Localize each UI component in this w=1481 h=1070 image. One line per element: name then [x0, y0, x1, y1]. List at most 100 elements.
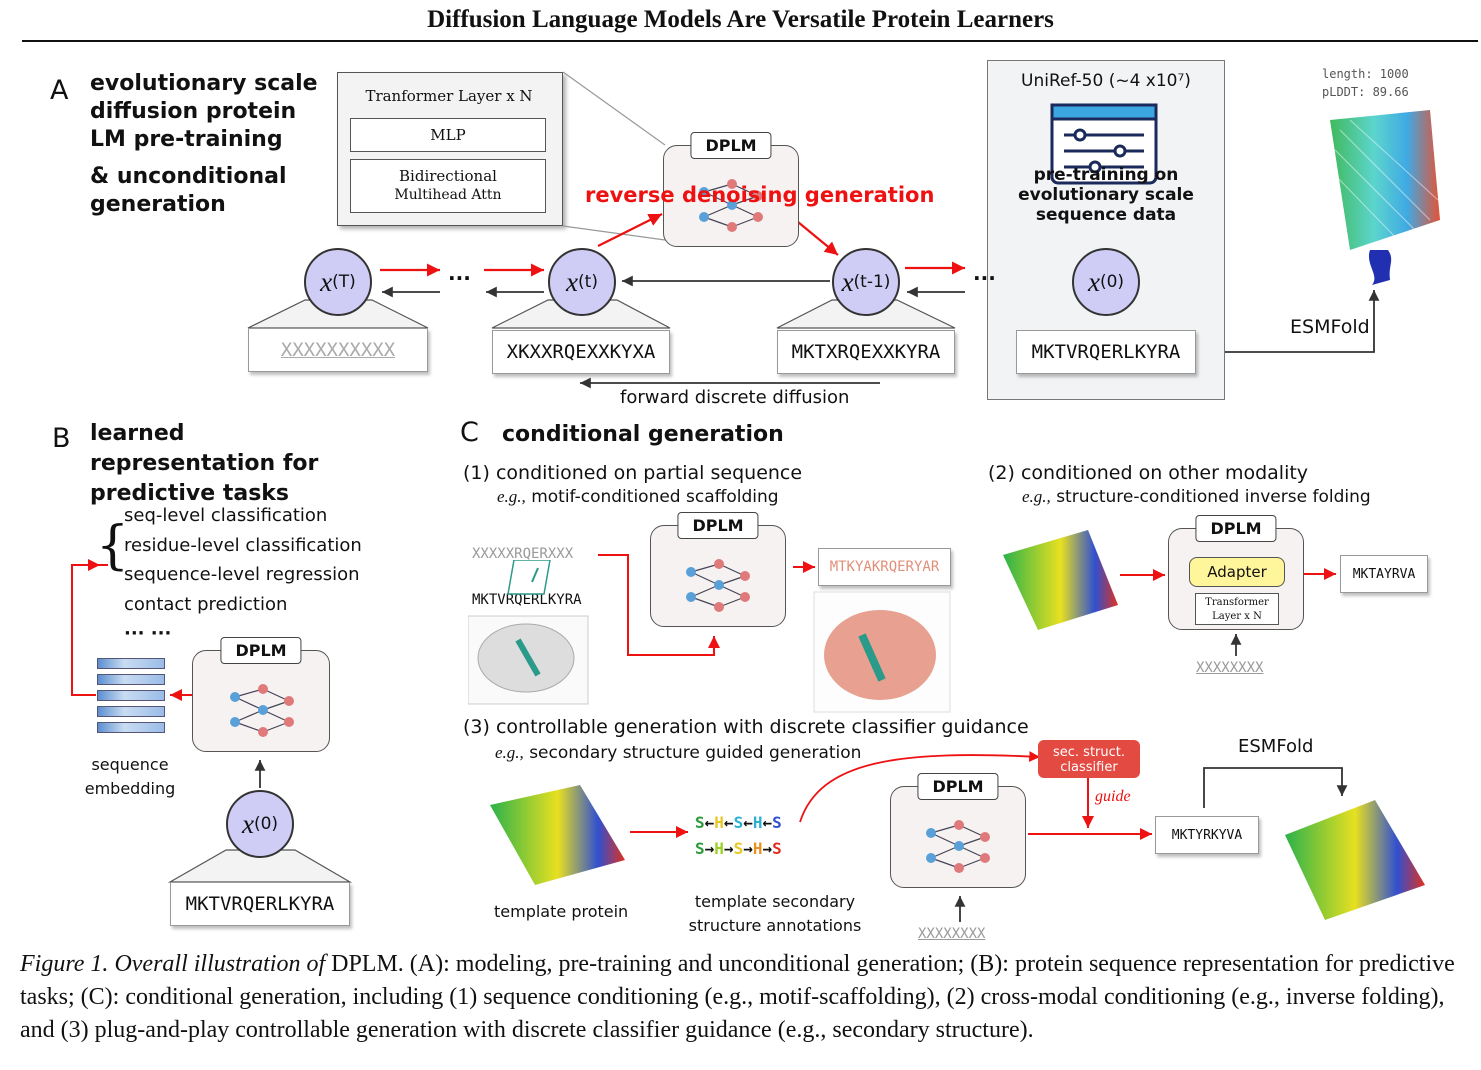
- seq-xt-1: MKTXRQEXXKYRA: [777, 330, 955, 374]
- database-icon: [1050, 103, 1158, 185]
- brace: {: [96, 516, 130, 576]
- neural-net-icon: [686, 559, 750, 612]
- transformer-block: Tranformer Layer x N MLP Bidirectional M…: [337, 72, 563, 226]
- c1-output-seq: MTKYAKRQERYAR: [818, 548, 951, 586]
- dplm-model-c1: DPLM: [650, 512, 786, 627]
- dplm-model-c2: DPLM Adapter Transformer Layer x N: [1168, 515, 1304, 630]
- c1-title: (1) conditioned on partial sequence: [463, 462, 803, 484]
- length-label: length: 1000: [1322, 67, 1409, 81]
- c3-title: (3) controllable generation with discret…: [463, 716, 1029, 738]
- embedding-label: sequence embedding: [84, 755, 176, 798]
- attn-line2: Multihead Attn: [394, 187, 502, 203]
- paper-title: Diffusion Language Models Are Versatile …: [427, 6, 1054, 33]
- neural-net-icon: [926, 820, 990, 873]
- c2-eg-text: structure-conditioned inverse folding: [1056, 487, 1371, 507]
- node-xT-sup: (T): [332, 272, 356, 292]
- dplm-label-c2: DPLM: [1195, 515, 1277, 542]
- pretrain-label: pre-training on evolutionary scale seque…: [1018, 165, 1194, 225]
- ellipsis-1: ···: [448, 266, 471, 290]
- dplm-model-b: DPLM: [192, 637, 330, 752]
- c2-mask: XXXXXXXX: [1196, 660, 1264, 676]
- template-ss-label: template secondary structure annotations: [680, 890, 870, 938]
- dplm-label-a: DPLM: [690, 132, 772, 159]
- dplm-label-b: DPLM: [220, 637, 302, 664]
- protein-structure-image: [1330, 110, 1440, 285]
- panel-b-heading: learned representation for predictive ta…: [90, 421, 319, 506]
- title-rule: [22, 40, 1478, 42]
- task-item: contact prediction: [124, 593, 288, 615]
- dplm-model-c3: DPLM: [890, 773, 1026, 888]
- neural-net-icon: [230, 684, 294, 737]
- caption-text: (A): modeling, pre-training and uncondit…: [20, 951, 1455, 1043]
- c1-eg-prefix: e.g.,: [497, 487, 526, 506]
- mlp-box: MLP: [350, 118, 546, 152]
- template-ss-line1: template secondary: [694, 892, 856, 911]
- c1-seq: MKTVRQERLKYRA: [472, 592, 582, 608]
- sec-struct-classifier: sec. struct. classifier: [1038, 740, 1140, 778]
- c2-transformer-line1: Transformer: [1205, 597, 1269, 608]
- node-xT: x(T): [304, 248, 372, 316]
- c2-title: (2) conditioned on other modality: [988, 462, 1309, 484]
- classifier-line2: classifier: [1060, 760, 1118, 775]
- attn-line1: Bidirectional: [399, 167, 497, 185]
- c2-output-seq: MKTAYRVA: [1340, 555, 1428, 593]
- c2-eg: e.g., structure-conditioned inverse fold…: [1022, 487, 1371, 507]
- caption-fig-rest: Overall illustration of: [114, 951, 326, 977]
- dplm-label-c3: DPLM: [917, 773, 999, 800]
- attn-box: Bidirectional Multihead Attn: [350, 159, 546, 213]
- node-x0: x(0): [1072, 248, 1140, 316]
- neural-net-icon: [699, 179, 763, 232]
- guide-label: guide: [1095, 788, 1131, 805]
- caption-name: DPLM.: [331, 951, 404, 977]
- c1-template-structure: [468, 560, 589, 705]
- classifier-line1: sec. struct.: [1052, 745, 1125, 760]
- c2-eg-prefix: e.g.,: [1022, 487, 1051, 506]
- mlp-label: MLP: [430, 126, 466, 144]
- panel-a-letter: A: [50, 75, 69, 106]
- caption-fig: Figure 1.: [20, 951, 109, 977]
- seq-xT: XXXXXXXXXX: [248, 328, 428, 372]
- task-list: seq-level classification residue-level c…: [124, 501, 364, 649]
- adapter-box: Adapter: [1189, 557, 1285, 587]
- figure-caption: Figure 1. Overall illustration of DPLM. …: [20, 948, 1480, 1047]
- task-more: ··· ···: [124, 623, 172, 644]
- node-xt: x(t): [548, 248, 616, 316]
- ss-annotations: S←H←S←H←S S→H→S→H→S: [695, 813, 782, 858]
- node-x0-b: x(0): [226, 790, 294, 858]
- panel-c-letter: C: [460, 417, 479, 448]
- forward-diffusion-label: forward discrete diffusion: [620, 387, 850, 408]
- task-item: sequence-level regression: [124, 564, 360, 585]
- node-x0-b-sup: (0): [253, 814, 279, 834]
- node-xt-1: x(t-1): [832, 248, 900, 316]
- c3-eg: e.g., secondary structure guided generat…: [495, 743, 861, 763]
- task-item: seq-level classification: [124, 505, 328, 526]
- dplm-model-a: DPLM: [663, 132, 799, 247]
- task-item: residue-level classification: [124, 534, 362, 556]
- panel-b-letter: B: [52, 423, 71, 454]
- plddt-label: pLDDT: 89.66: [1322, 85, 1409, 99]
- c3-template-structure: [490, 785, 625, 885]
- panel-a-heading-2: & unconditional generation: [90, 164, 287, 217]
- ellipsis-2: ···: [973, 266, 996, 290]
- c1-eg-text: motif-conditioned scaffolding: [531, 487, 779, 507]
- node-x0-var: x: [1087, 266, 1100, 297]
- reverse-denoising-label: reverse denoising generation: [585, 183, 935, 207]
- node-xt-sup: (t): [578, 272, 598, 292]
- c2-transformer-box: Transformer Layer x N: [1195, 593, 1279, 625]
- c3-eg-prefix: e.g.,: [495, 743, 524, 762]
- c2-input-structure: [1003, 530, 1118, 630]
- seq-b: MKTVRQERLKYRA: [170, 882, 350, 926]
- dplm-label-c1: DPLM: [677, 512, 759, 539]
- c3-mask: XXXXXXXX: [918, 926, 986, 942]
- uniref-label: UniRef-50 (~4 x10⁷): [1021, 71, 1191, 91]
- node-x0-sup: (0): [1099, 272, 1125, 292]
- c3-output-seq: MKTYRKYVA: [1155, 816, 1259, 854]
- c1-eg: e.g., motif-conditioned scaffolding: [497, 487, 779, 507]
- node-xt-var: x: [566, 266, 579, 297]
- node-xt1-var: x: [841, 266, 854, 297]
- c1-output-structure: [813, 591, 951, 713]
- seq-x0: MKTVRQERLKYRA: [1016, 330, 1196, 374]
- c2-transformer-line2: Layer x N: [1212, 611, 1262, 622]
- panel-c-heading: conditional generation: [502, 422, 784, 447]
- seq-xt: XKXXRQEXXKYXA: [492, 330, 670, 374]
